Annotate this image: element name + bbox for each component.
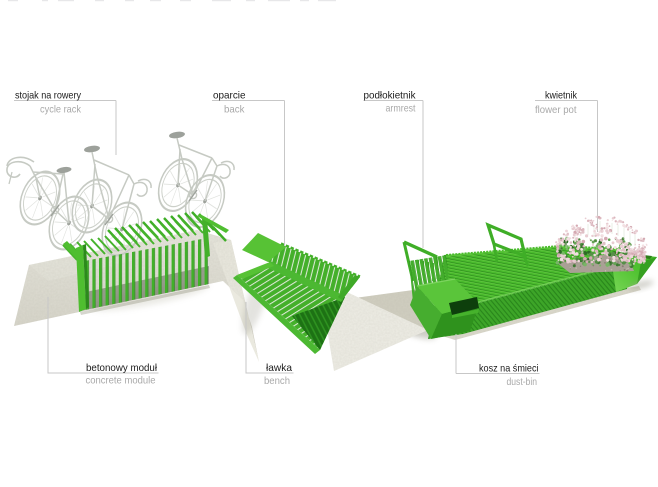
svg-text:stojak na rowery: stojak na rowery [15,90,82,102]
svg-text:kwietnik: kwietnik [545,90,578,102]
svg-text:oparcie: oparcie [213,90,246,102]
svg-text:armrest: armrest [386,103,416,115]
svg-text:dust-bin: dust-bin [507,376,538,388]
svg-text:kosz na śmieci: kosz na śmieci [479,362,539,374]
svg-text:podłokietnik: podłokietnik [364,90,417,102]
svg-text:flower pot: flower pot [535,104,577,116]
svg-text:back: back [224,104,245,116]
svg-text:concrete module: concrete module [86,375,156,387]
svg-text:cycle rack: cycle rack [40,104,82,116]
svg-text:bench: bench [264,375,290,387]
svg-text:betonowy moduł: betonowy moduł [86,362,158,374]
svg-text:ławka: ławka [266,362,292,374]
